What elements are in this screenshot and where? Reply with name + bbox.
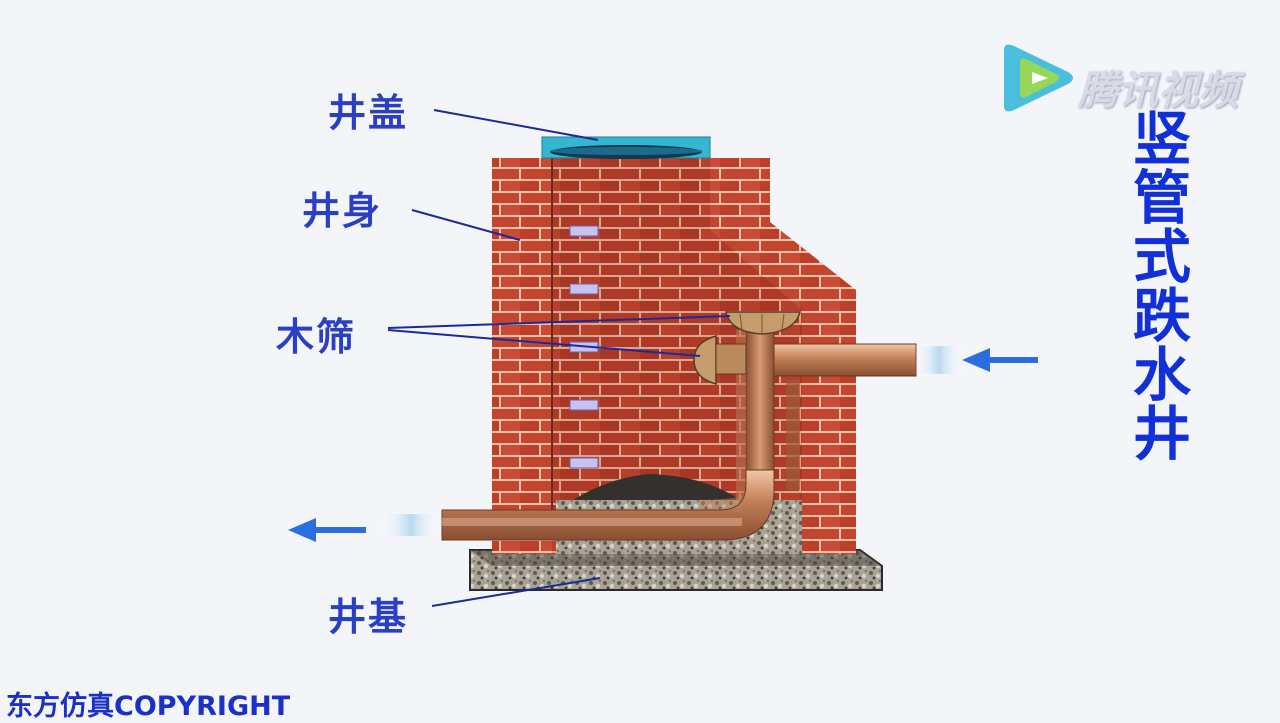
outlet-pipe bbox=[380, 469, 775, 541]
well-cover bbox=[541, 136, 711, 159]
logo-text: 腾讯视频 bbox=[1078, 68, 1238, 114]
title-char: 水 bbox=[1132, 341, 1191, 409]
diagram-title: 竖 管 式 跌 水 井 bbox=[1122, 110, 1202, 464]
inflow-arrow bbox=[962, 348, 1038, 372]
label-screen: 木筛 bbox=[276, 315, 357, 359]
inlet-pipe bbox=[759, 343, 964, 377]
label-cover: 井盖 bbox=[328, 91, 409, 135]
title-char: 竖 bbox=[1132, 105, 1191, 173]
copyright-text: 东方仿真COPYRIGHT bbox=[6, 691, 291, 722]
title-char: 式 bbox=[1132, 223, 1191, 291]
leader-lines bbox=[387, 109, 731, 607]
well-foundation bbox=[469, 549, 883, 591]
wood-screens bbox=[693, 311, 801, 385]
title-char: 井 bbox=[1132, 400, 1191, 468]
title-char: 管 bbox=[1132, 164, 1191, 232]
label-body: 井身 bbox=[302, 189, 383, 233]
video-logo-icon bbox=[1004, 44, 1073, 112]
title-char: 跌 bbox=[1132, 282, 1191, 350]
outflow-arrow bbox=[288, 518, 366, 542]
label-base: 井基 bbox=[328, 595, 409, 639]
